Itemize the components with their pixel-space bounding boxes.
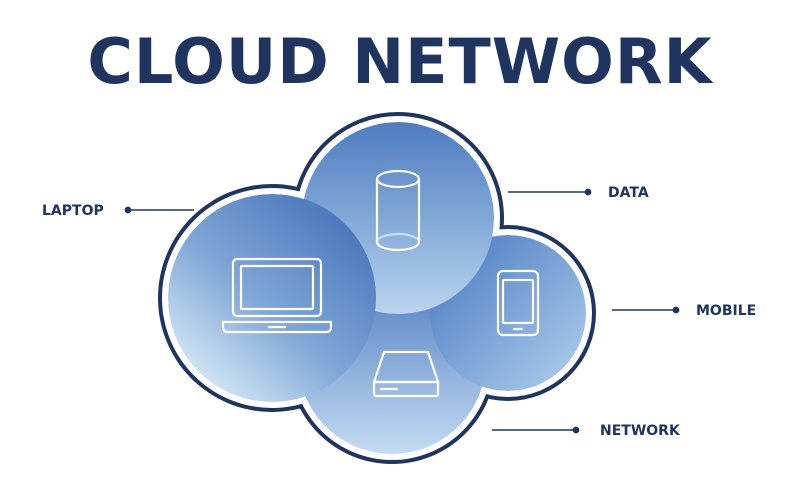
network-label: NETWORK <box>600 423 680 439</box>
hard-drive-icon <box>372 350 440 398</box>
laptop-bubble <box>168 194 376 402</box>
mobile-phone-icon <box>496 269 540 337</box>
data-label: DATA <box>608 185 649 201</box>
database-cylinder-icon <box>375 169 421 252</box>
connector-lines <box>124 188 680 434</box>
page-title: CLOUD NETWORK <box>87 25 713 98</box>
laptop-icon <box>221 257 333 334</box>
laptop-label: LAPTOP <box>42 203 104 219</box>
mobile-label: MOBILE <box>696 303 757 319</box>
